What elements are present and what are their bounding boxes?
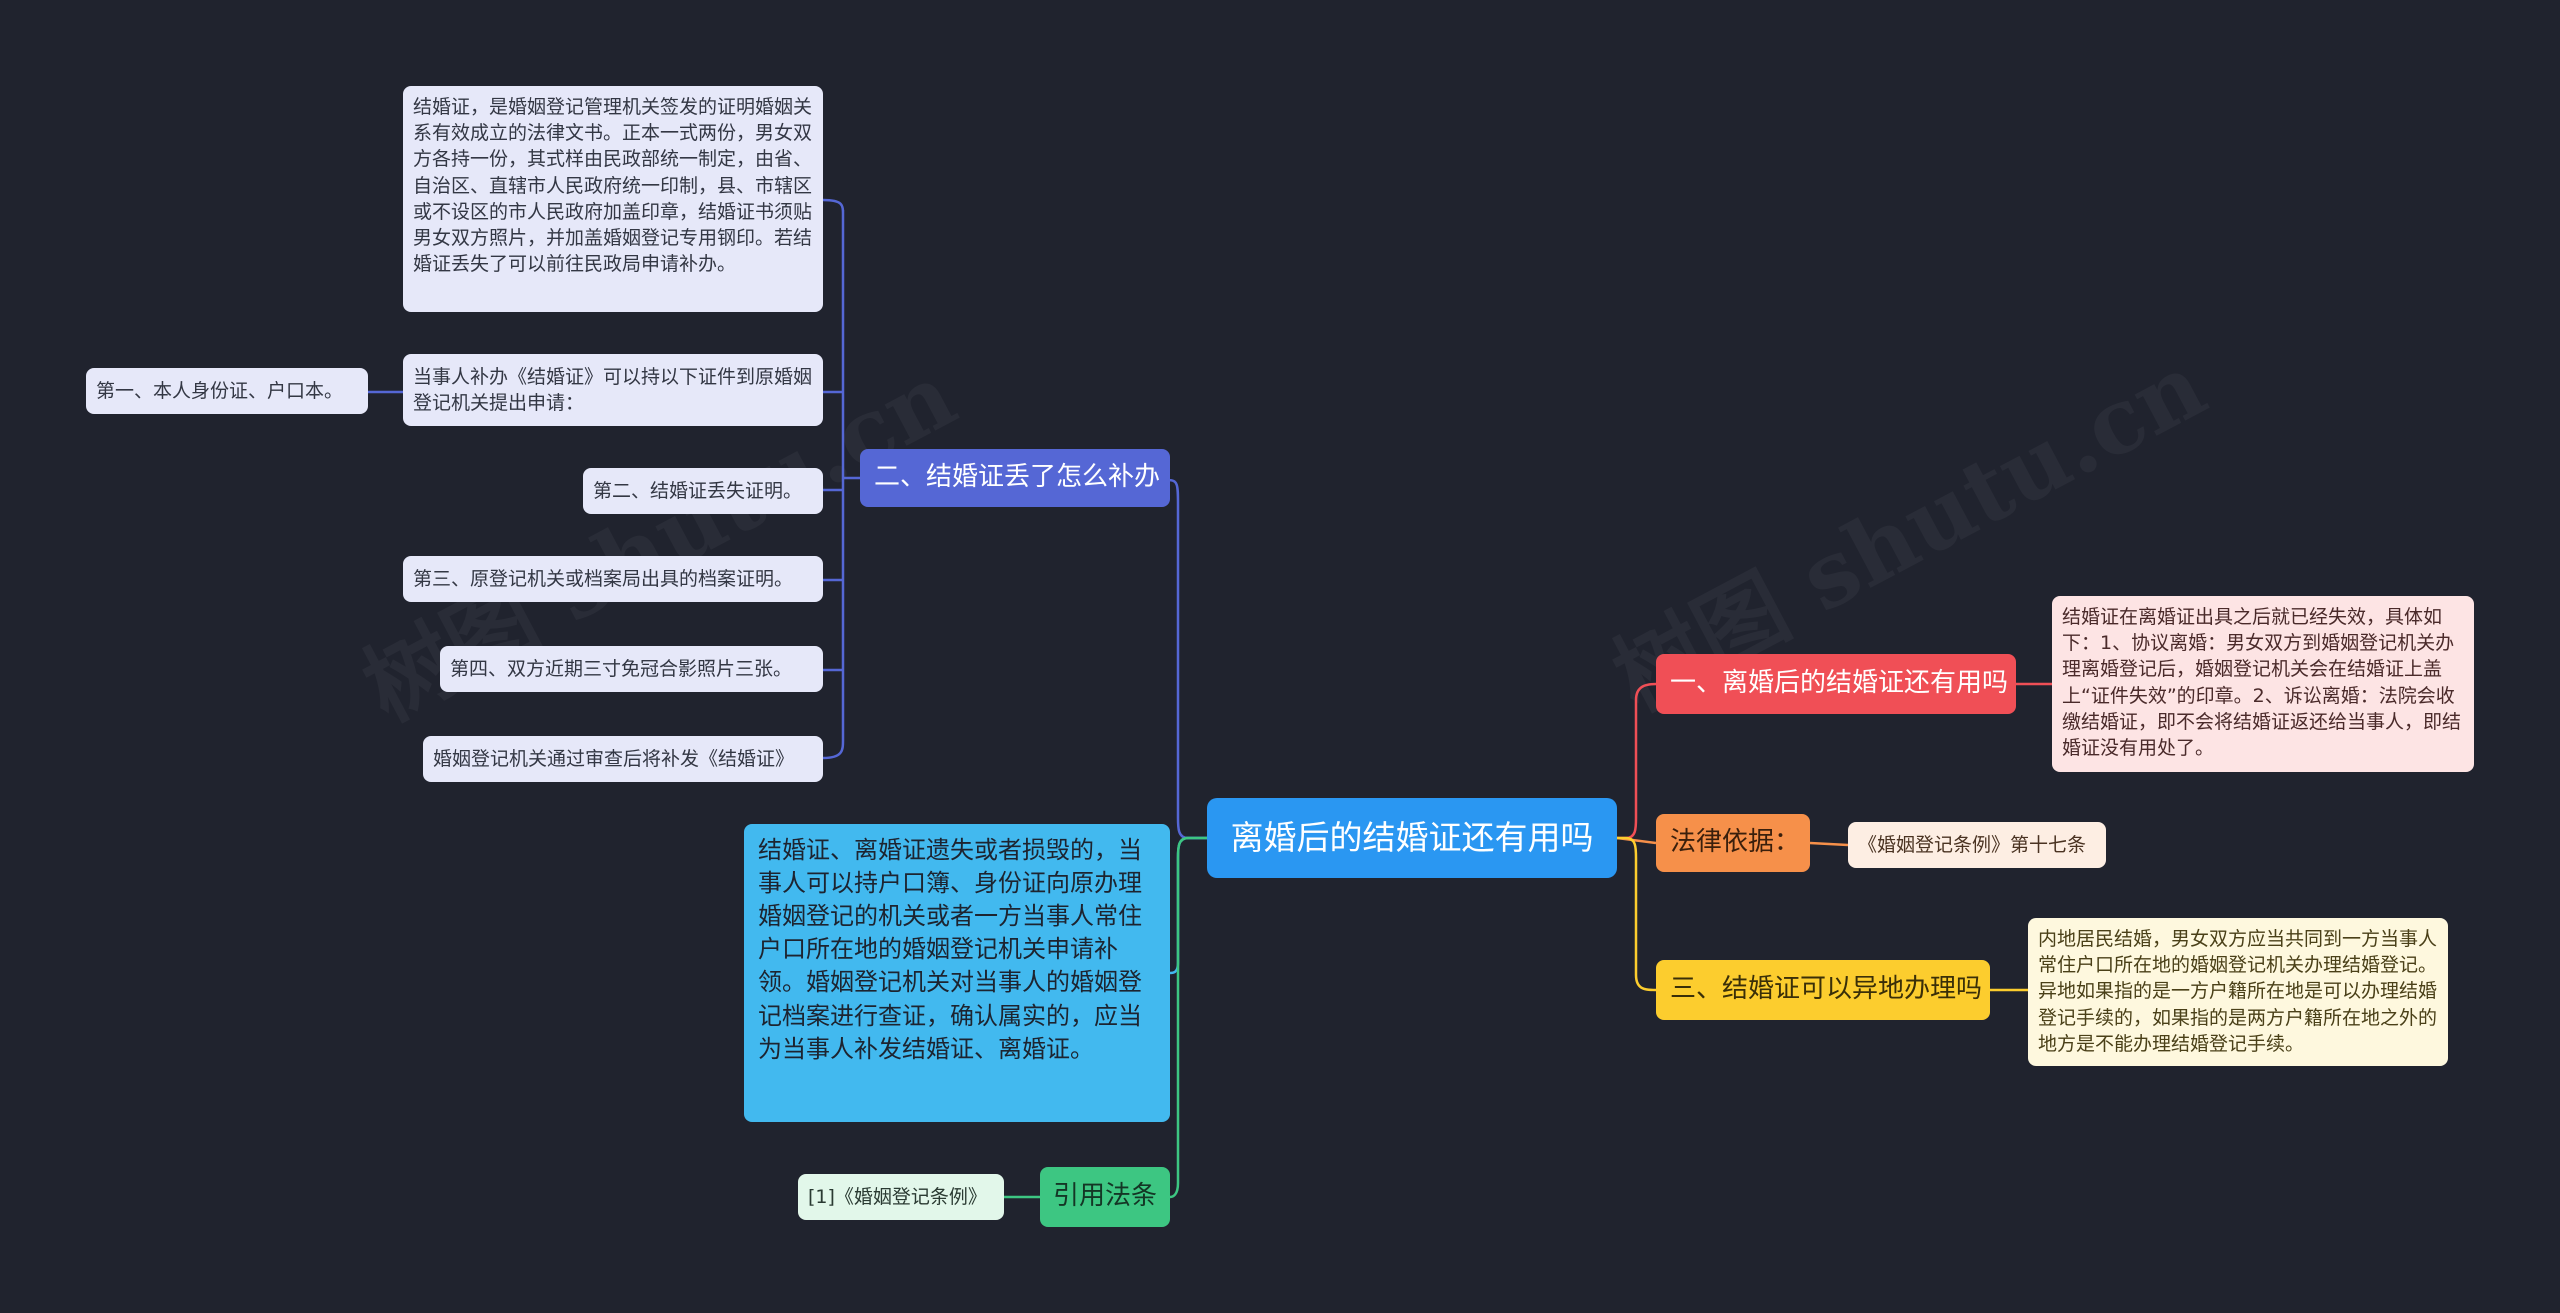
branch-reissue-note[interactable]: 结婚证、离婚证遗失或者损毁的，当事人可以持户口簿、身份证向原办理婚姻登记的机关或… bbox=[744, 824, 1170, 1122]
branch-remote-registration[interactable]: 三、结婚证可以异地办理吗 bbox=[1656, 960, 1990, 1020]
leaf-use[interactable]: 结婚证在离婚证出具之后就已经失效，具体如下：1、协议离婚：男女双方到婚姻登记机关… bbox=[2052, 596, 2474, 772]
leaf-cite[interactable]: [1]《婚姻登记条例》 bbox=[798, 1174, 1004, 1220]
leaf-item-1[interactable]: 第一、本人身份证、户口本。 bbox=[86, 368, 368, 414]
link-center-lost bbox=[1167, 478, 1207, 840]
link-lost-leaves bbox=[822, 198, 860, 760]
link-center-use bbox=[1617, 682, 1657, 840]
leaf-reissue[interactable]: 婚姻登记机关通过审查后将补发《结婚证》 bbox=[423, 736, 823, 782]
leaf-item-3[interactable]: 第三、原登记机关或档案局出具的档案证明。 bbox=[403, 556, 823, 602]
link-center-cite bbox=[1169, 836, 1207, 1199]
branch-use-after-divorce[interactable]: 一、离婚后的结婚证还有用吗 bbox=[1656, 654, 2016, 714]
branch-cite[interactable]: 引用法条 bbox=[1040, 1167, 1170, 1227]
leaf-apply[interactable]: 当事人补办《结婚证》可以持以下证件到原婚姻登记机关提出申请： bbox=[403, 354, 823, 426]
leaf-definition[interactable]: 结婚证，是婚姻登记管理机关签发的证明婚姻关系有效成立的法律文书。正本一式两份，男… bbox=[403, 86, 823, 312]
leaf-remote[interactable]: 内地居民结婚，男女双方应当共同到一方当事人常住户口所在地的婚姻登记机关办理结婚登… bbox=[2028, 918, 2448, 1066]
link-center-remote bbox=[1617, 836, 1657, 992]
link-law-leaf bbox=[1809, 841, 1849, 847]
branch-lost-certificate[interactable]: 二、结婚证丢了怎么补办 bbox=[860, 449, 1170, 507]
branch-law-basis[interactable]: 法律依据： bbox=[1656, 814, 1810, 872]
leaf-item-2[interactable]: 第二、结婚证丢失证明。 bbox=[583, 468, 823, 514]
leaf-law[interactable]: 《婚姻登记条例》第十七条 bbox=[1848, 822, 2106, 868]
link-center-note bbox=[1169, 836, 1207, 975]
leaf-item-4[interactable]: 第四、双方近期三寸免冠合影照片三张。 bbox=[440, 646, 823, 692]
central-topic[interactable]: 离婚后的结婚证还有用吗 bbox=[1207, 798, 1617, 878]
